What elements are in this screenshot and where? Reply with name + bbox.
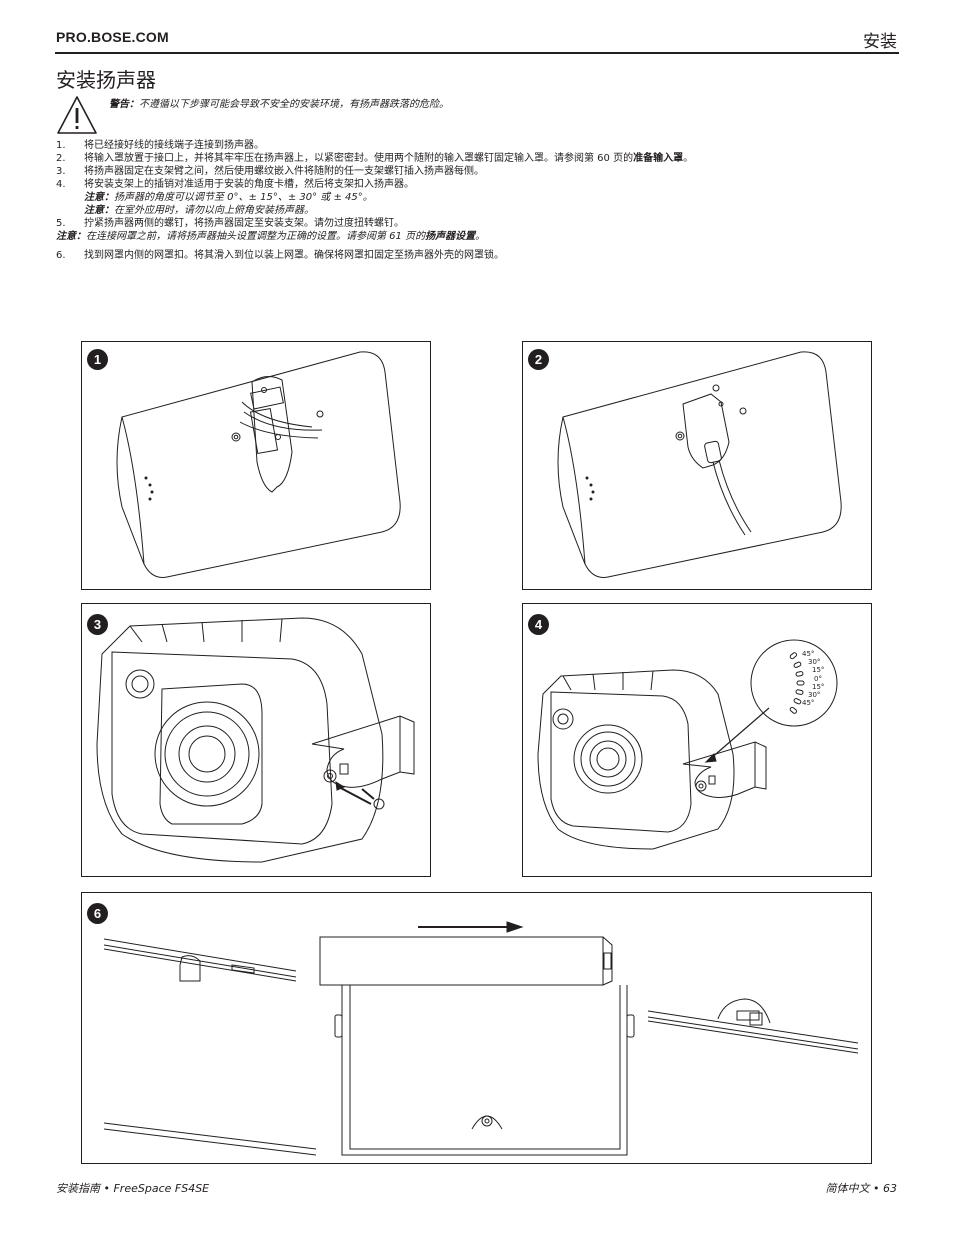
- step-text-end: 。: [683, 153, 694, 164]
- step-text: 将扬声器固定在支架臂之间，然后使用螺纹嵌入件将随附的任一支架螺钉插入扬声器每侧。: [84, 166, 484, 177]
- warning-text: 警告：不遵循以下步骤可能会导致不安全的安装环境，有扬声器跌落的危险。: [109, 95, 449, 110]
- step-number: 2.: [56, 153, 66, 164]
- figure-2-panel: 2: [522, 341, 872, 590]
- step-5: 5. 拧紧扬声器两侧的螺钉，将扬声器固定至安装支架。请勿过度扭转螺钉。: [56, 217, 898, 230]
- figure-6-panel: 6: [81, 892, 872, 1164]
- note-text: 在连接网罩之前，请将扬声器抽头设置调整为正确的设置。请参阅第 61 页的: [86, 231, 426, 242]
- warning-icon: [57, 96, 97, 134]
- figure-3-badge: 3: [87, 614, 108, 635]
- note-end: 。: [475, 231, 486, 242]
- angle-label: 30°: [808, 658, 821, 667]
- note-text: 在室外应用时，请勿以向上俯角安装扬声器。: [114, 205, 314, 216]
- figure-6-badge: 6: [87, 903, 108, 924]
- header-rule: [55, 52, 899, 54]
- figure-6-grille-install: [103, 921, 859, 1156]
- figure-3-panel: 3: [81, 603, 431, 877]
- figure-4-angle-adjust: [537, 639, 838, 850]
- link-prepare-input-cover[interactable]: 准备输入罩: [633, 153, 684, 164]
- instruction-steps: 1. 将已经接好线的接线端子连接到扬声器。 2. 将输入罩放置于接口上，并将其牢…: [56, 139, 898, 262]
- step-6: 6. 找到网罩内侧的网罩扣。将其滑入到位以装上网罩。确保将网罩扣固定至扬声器外壳…: [56, 249, 898, 262]
- angle-label: 45°: [802, 650, 815, 658]
- angle-label: 45°: [802, 699, 815, 708]
- step-2: 2. 将输入罩放置于接口上，并将其牢牢压在扬声器上，以紧密密封。使用两个随附的输…: [56, 152, 898, 165]
- step-text: 将已经接好线的接线端子连接到扬声器。: [84, 140, 264, 151]
- note-label: 注意：: [56, 231, 86, 242]
- note-angle: 注意：扬声器的角度可以调节至 0°、± 15°、± 30° 或 ± 45°。: [84, 192, 373, 203]
- note-before-grille: 注意：在连接网罩之前，请将扬声器抽头设置调整为正确的设置。请参阅第 61 页的扬…: [56, 230, 898, 243]
- warning-label: 警告：: [109, 99, 139, 110]
- note-label: 注意：: [84, 192, 114, 203]
- step-text: 将输入罩放置于接口上，并将其牢牢压在扬声器上，以紧密密封。使用两个随附的输入罩螺…: [84, 152, 898, 165]
- link-speaker-settings[interactable]: 扬声器设置: [425, 231, 476, 242]
- note-text: 扬声器的角度可以调节至 0°、± 15°、± 30° 或 ± 45°。: [114, 192, 373, 203]
- figure-1-speaker-back: [116, 351, 401, 578]
- angle-label: 15°: [812, 666, 825, 675]
- footer-document-title: 安装指南 • FreeSpace FS4SE: [56, 1182, 210, 1195]
- figure-1-badge: 1: [87, 349, 108, 370]
- step-number: 6.: [56, 250, 66, 261]
- section-title: 安装: [863, 32, 897, 52]
- site-url: PRO.BOSE.COM: [56, 29, 169, 45]
- figure-4-badge: 4: [528, 614, 549, 635]
- figure-2-badge: 2: [528, 349, 549, 370]
- step-number: 1.: [56, 140, 66, 151]
- figure-2-input-cover: [557, 351, 842, 578]
- page-title: 安装扬声器: [56, 68, 156, 92]
- step-4: 4. 将安装支架上的插销对准适用于安装的角度卡槽，然后将支架扣入扬声器。 注意：…: [56, 178, 898, 217]
- footer-page-number: 简体中文 • 63: [825, 1182, 897, 1195]
- angle-label: 15°: [812, 682, 825, 691]
- step-1: 1. 将已经接好线的接线端子连接到扬声器。: [56, 139, 898, 152]
- step-text: 拧紧扬声器两侧的螺钉，将扬声器固定至安装支架。请勿过度扭转螺钉。: [84, 218, 404, 229]
- step-text-main: 将安装支架上的插销对准适用于安装的角度卡槽，然后将支架扣入扬声器。: [84, 179, 414, 190]
- step-text: 将安装支架上的插销对准适用于安装的角度卡槽，然后将支架扣入扬声器。 注意：扬声器…: [84, 178, 898, 217]
- figure-1-panel: 1: [81, 341, 431, 590]
- angle-labels: 45° 30° 15° 0° 15° 30° 45°: [802, 650, 824, 707]
- step-number: 3.: [56, 166, 66, 177]
- angle-label: 0°: [814, 674, 822, 683]
- note-label: 注意：: [84, 205, 114, 216]
- step-text-main: 将输入罩放置于接口上，并将其牢牢压在扬声器上，以紧密密封。使用两个随附的输入罩螺…: [84, 153, 634, 164]
- note-outdoor: 注意：在室外应用时，请勿以向上俯角安装扬声器。: [84, 205, 314, 216]
- angle-label: 30°: [808, 691, 821, 700]
- step-text: 找到网罩内侧的网罩扣。将其滑入到位以装上网罩。确保将网罩扣固定至扬声器外壳的网罩…: [84, 250, 504, 261]
- step-number: 4.: [56, 179, 66, 190]
- warning-body: 不遵循以下步骤可能会导致不安全的安装环境，有扬声器跌落的危险。: [139, 99, 449, 110]
- step-number: 5.: [56, 218, 66, 229]
- figure-3-bracket-mount: [96, 617, 415, 863]
- step-3: 3. 将扬声器固定在支架臂之间，然后使用螺纹嵌入件将随附的任一支架螺钉插入扬声器…: [56, 165, 898, 178]
- figure-4-panel: 45° 30° 15° 0° 15° 30° 45° 4: [522, 603, 872, 877]
